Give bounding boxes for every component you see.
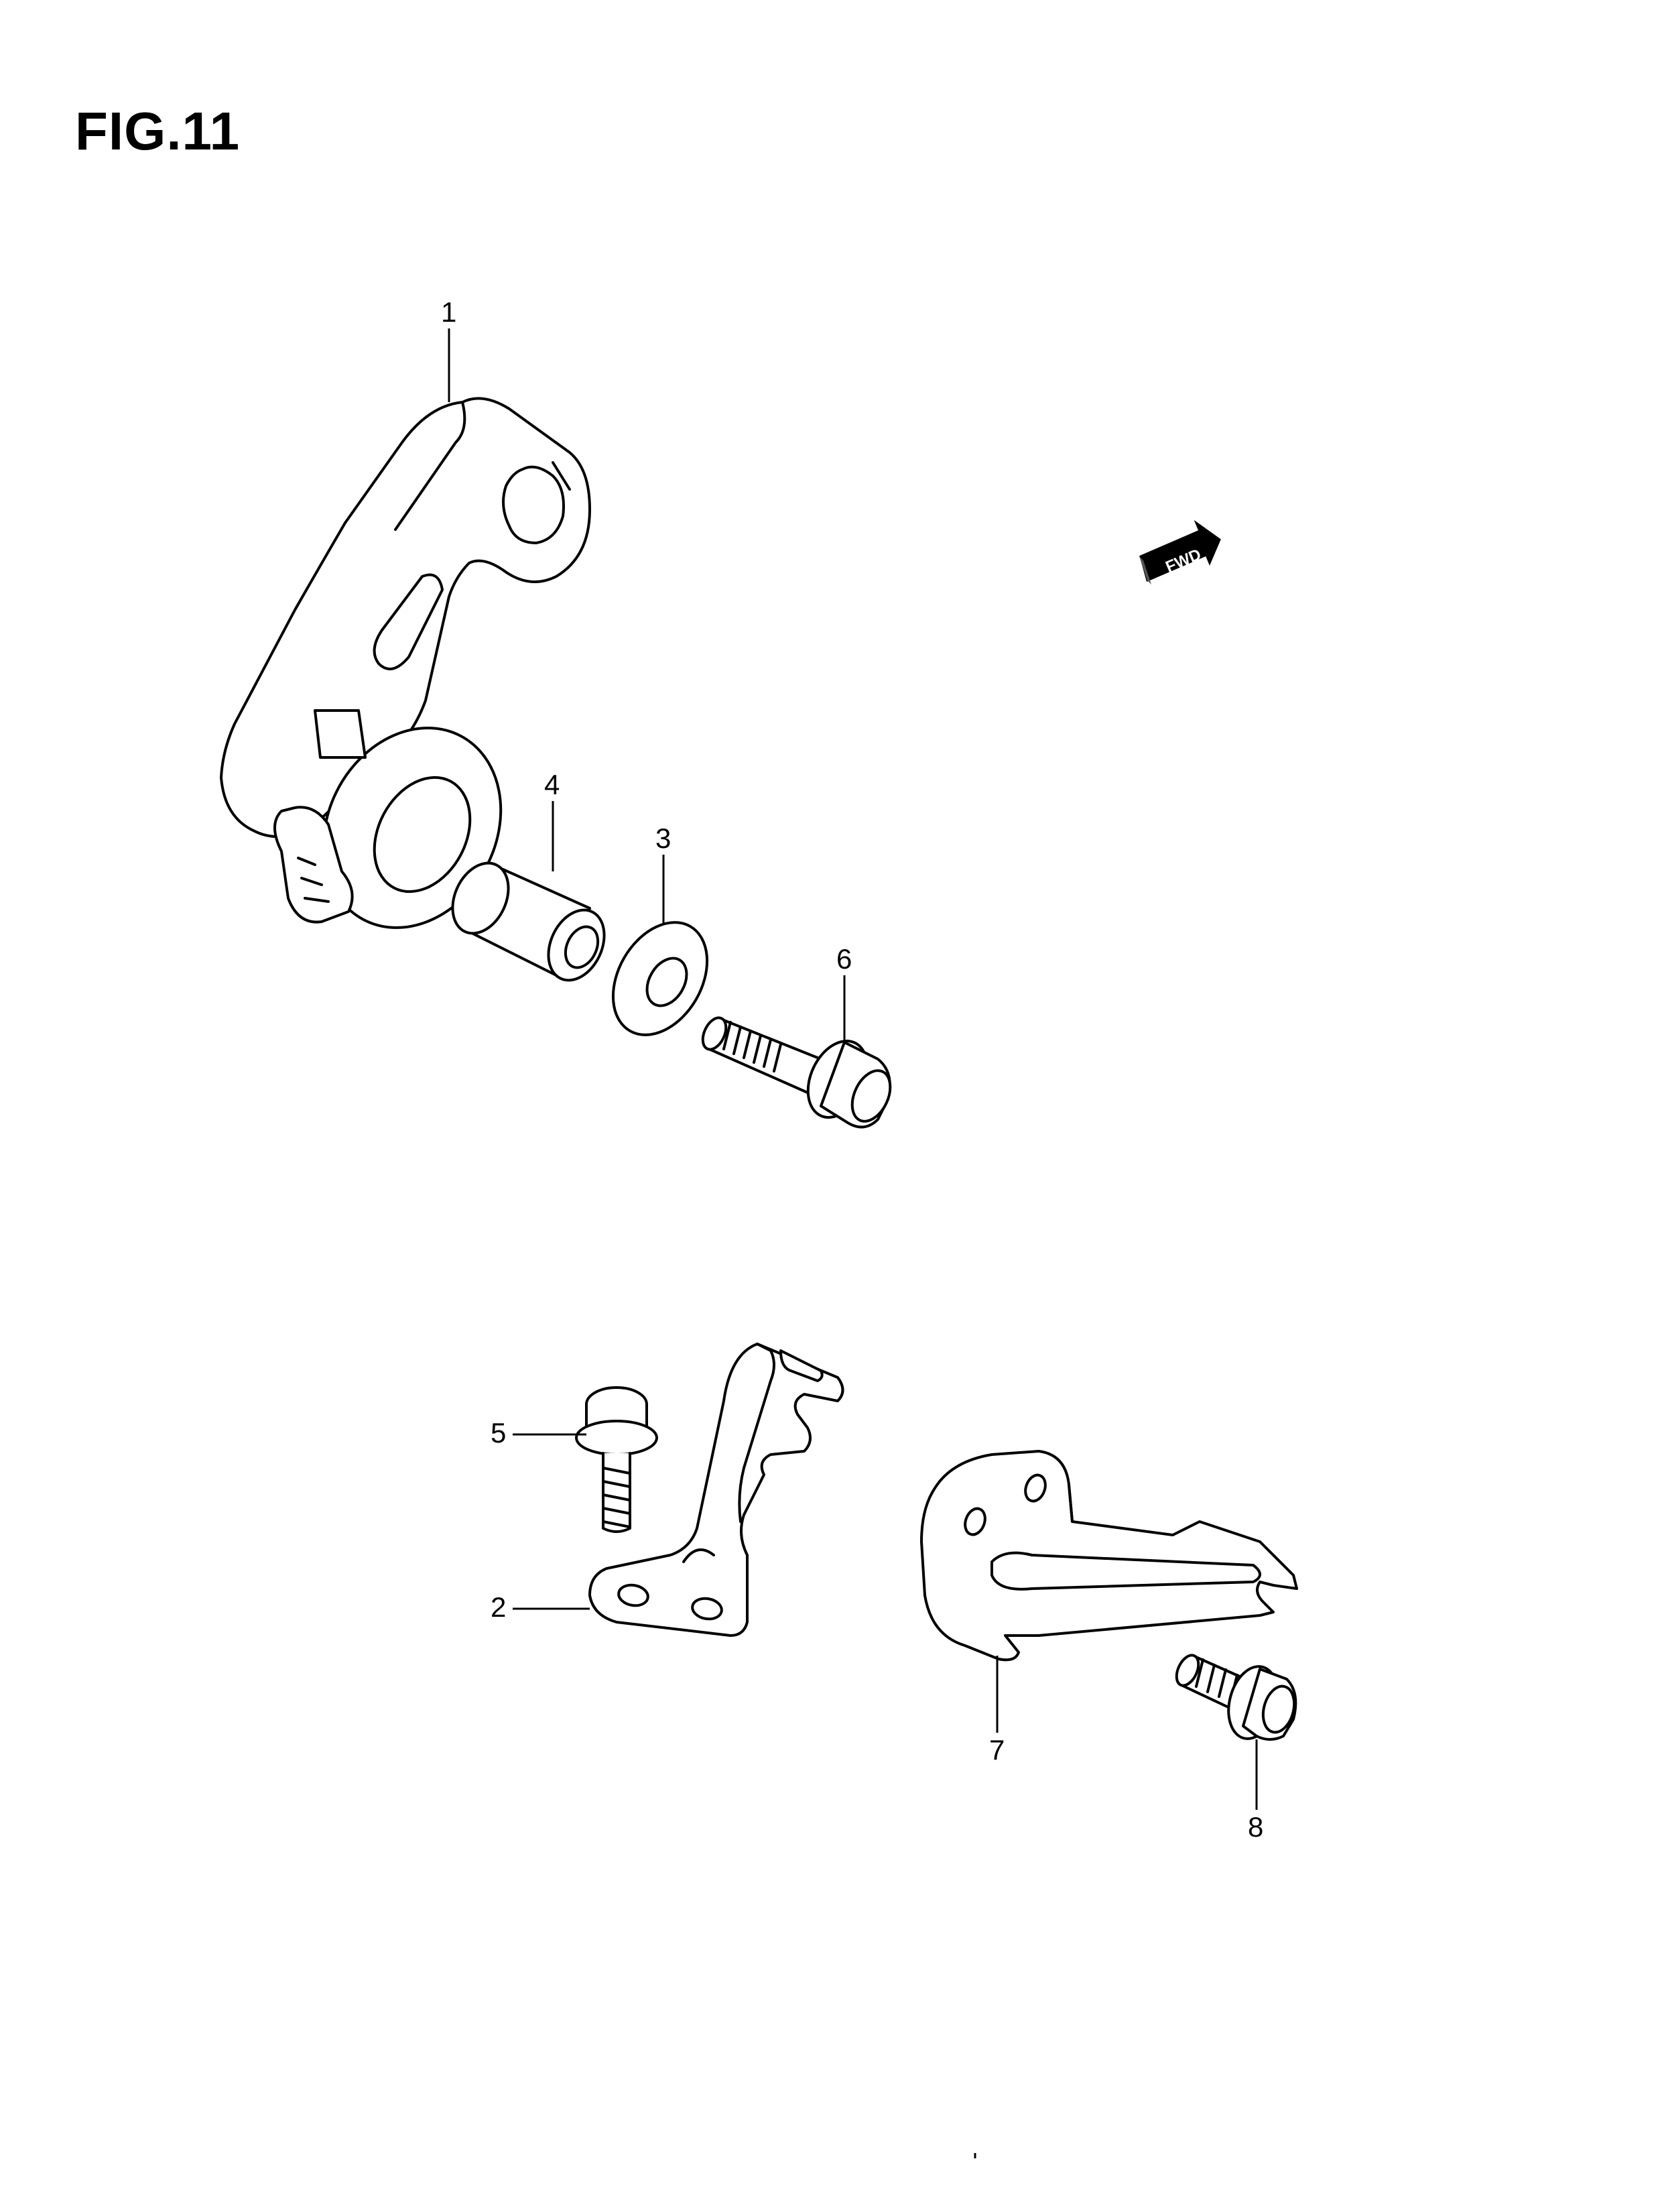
part-5-bolt: [575, 1386, 658, 1533]
figure-title: FIG.11: [75, 101, 241, 161]
part-7-cable-bracket: [920, 1450, 1298, 1662]
forward-arrow-badge: FWD: [1139, 519, 1221, 585]
callout-7: 7: [989, 1734, 1005, 1766]
callout-labels: 1 2 3 4 5 6 7 8: [441, 296, 1263, 1843]
callout-3: 3: [655, 822, 671, 854]
part-4-sleeve: [451, 861, 606, 982]
callout-1: 1: [441, 296, 456, 328]
part-3-washer: [611, 921, 709, 1036]
callout-5: 5: [491, 1417, 506, 1449]
leader-lines: [448, 328, 1258, 1810]
callout-2: 2: [491, 1591, 506, 1623]
callout-8: 8: [1248, 1811, 1263, 1843]
callout-6: 6: [836, 943, 852, 975]
callout-4: 4: [544, 769, 560, 800]
part-6-bolt: [701, 1016, 892, 1129]
part-2-bracket: [588, 1343, 844, 1637]
part-8-bolt: [1175, 1654, 1297, 1741]
part-1-lever-arm: [220, 397, 591, 929]
